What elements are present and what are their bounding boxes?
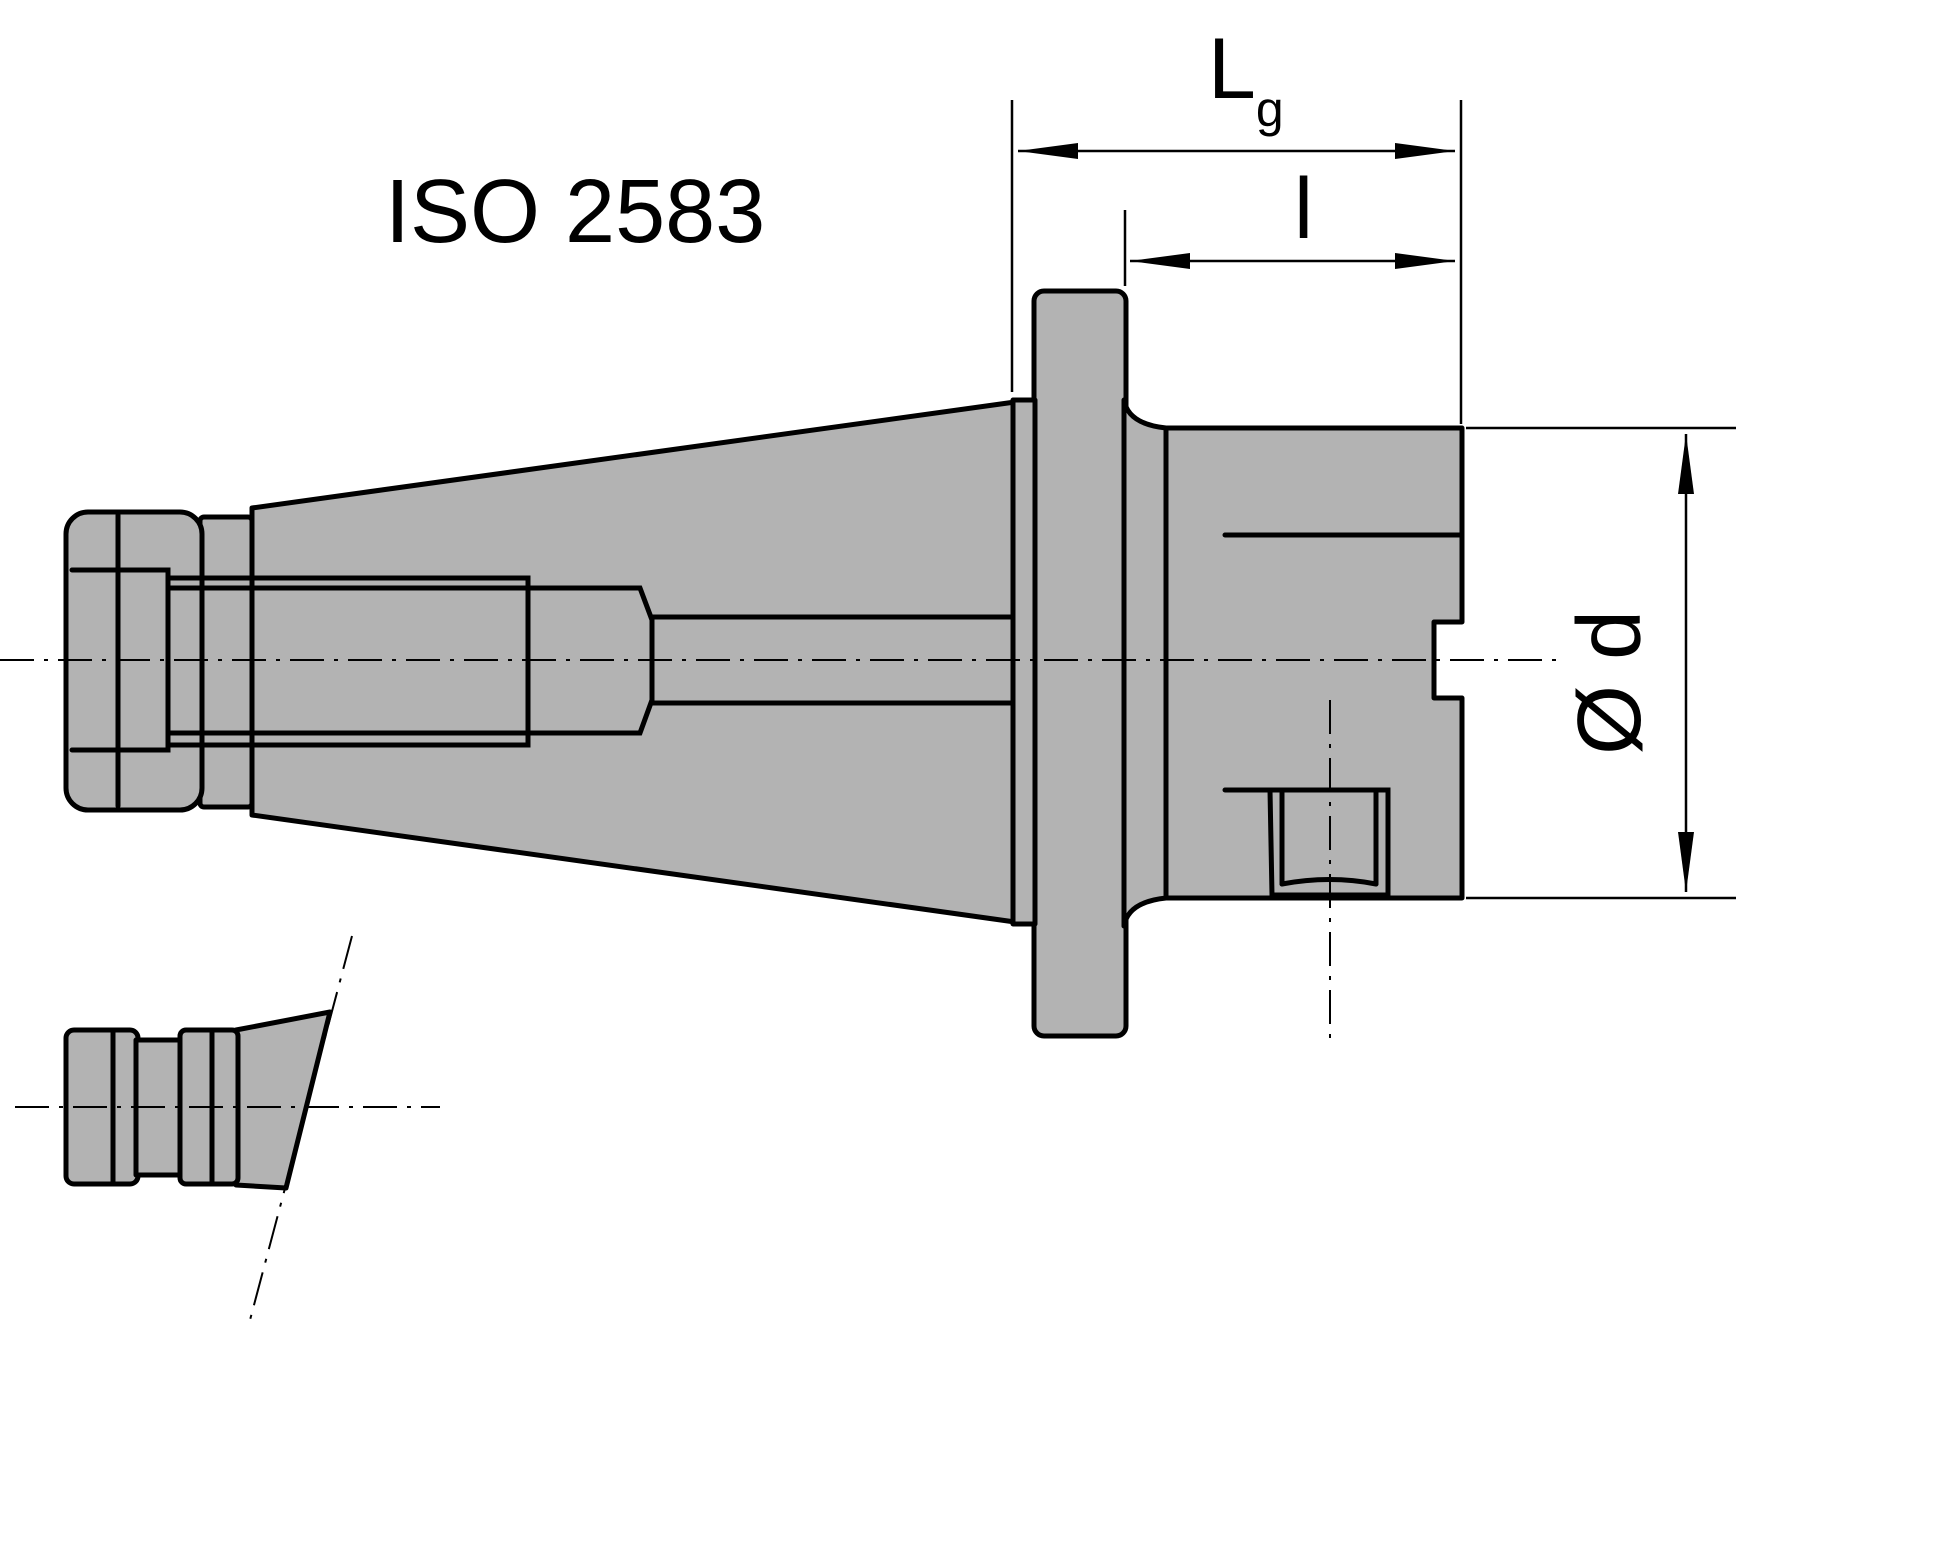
tool-holder-body — [63, 288, 1465, 1039]
internal-details — [69, 425, 1463, 901]
pull-stud-detail — [63, 1009, 333, 1191]
dimension-lines — [1010, 100, 1736, 900]
neck-ring — [197, 514, 255, 810]
flange — [1031, 288, 1129, 1039]
l-label: l — [1294, 161, 1313, 257]
taper-shank — [249, 399, 1018, 925]
lg-label: Lg — [1208, 21, 1284, 137]
standard-label: ISO 2583 — [385, 162, 765, 262]
head-body — [1163, 425, 1465, 901]
stud-taper — [233, 1009, 333, 1191]
lg-label-sub: g — [1256, 81, 1284, 137]
d-label: Ø d — [1560, 610, 1660, 755]
lg-label-main: L — [1208, 21, 1256, 117]
center-lines — [0, 659, 1560, 1321]
collar-neck — [1121, 397, 1169, 929]
flange-left-ring — [1010, 397, 1038, 927]
